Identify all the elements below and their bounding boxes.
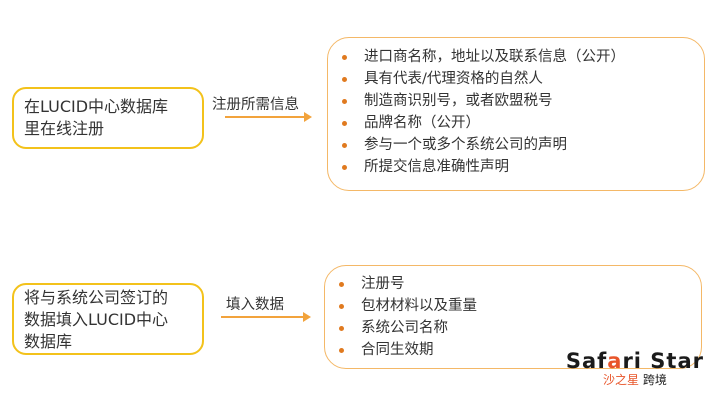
list-item: 具有代表/代理资格的自然人	[342, 68, 625, 90]
list-item: 合同生效期	[339, 339, 477, 361]
arrow-registration	[225, 112, 312, 122]
list-item: 包材材料以及重量	[339, 295, 477, 317]
arrow-label-registration-info: 注册所需信息	[212, 97, 299, 113]
list-item: 所提交信息准确性声明	[342, 156, 625, 178]
list-item: 进口商名称，地址以及联系信息（公开）	[342, 46, 625, 68]
registration-source-box: 在LUCID中心数据库 里在线注册	[12, 87, 204, 149]
source-line-2: 里在线注册	[24, 119, 105, 138]
registration-info-box: 进口商名称，地址以及联系信息（公开） 具有代表/代理资格的自然人 制造商识别号，…	[327, 37, 705, 191]
list-item: 注册号	[339, 273, 477, 295]
safari-star-logo: Safari Star 沙之星 跨境	[566, 349, 704, 387]
arrow-label-fill-data: 填入数据	[226, 297, 284, 313]
logo-wordmark: Safari Star	[565, 349, 704, 373]
list-item: 参与一个或多个系统公司的声明	[342, 134, 625, 156]
source-line-1: 在LUCID中心数据库	[24, 97, 169, 116]
source-line-2: 数据填入LUCID中心	[24, 310, 169, 329]
data-entry-info-box: 注册号 包材材料以及重量 系统公司名称 合同生效期	[324, 265, 702, 369]
logo-subtitle: 沙之星 跨境	[602, 373, 667, 387]
list-item: 品牌名称（公开）	[342, 112, 625, 134]
data-entry-source-box: 将与系统公司签订的 数据填入LUCID中心 数据库	[12, 283, 204, 355]
registration-info-list: 进口商名称，地址以及联系信息（公开） 具有代表/代理资格的自然人 制造商识别号，…	[342, 46, 625, 178]
data-entry-info-list: 注册号 包材材料以及重量 系统公司名称 合同生效期	[339, 273, 477, 361]
list-item: 系统公司名称	[339, 317, 477, 339]
arrow-fill-data	[221, 312, 311, 322]
list-item: 制造商识别号，或者欧盟税号	[342, 90, 625, 112]
source-line-3: 数据库	[24, 332, 73, 351]
source-line-1: 将与系统公司签订的	[24, 288, 169, 307]
